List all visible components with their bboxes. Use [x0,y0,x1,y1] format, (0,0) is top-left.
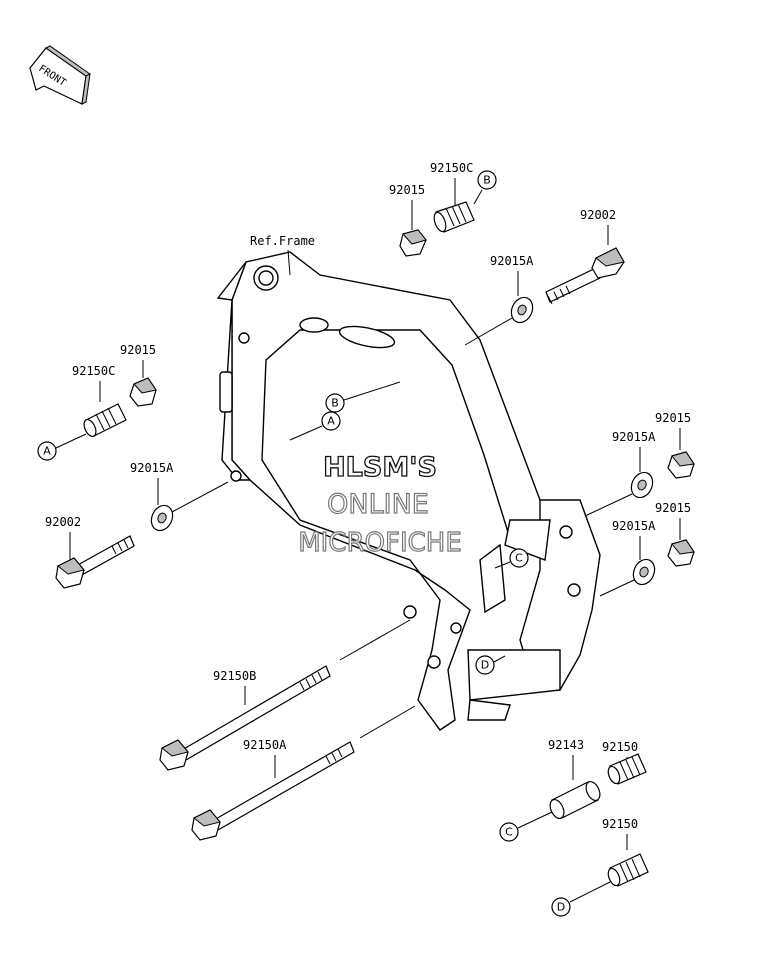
svg-text:B: B [331,397,339,410]
callout-92015a-top: 92015A [490,254,534,268]
ref-frame-label: Ref.Frame [250,234,315,248]
callout-92150b: 92150B [213,669,256,683]
watermark: HLSM'S ONLINE MICROFICHE [298,451,463,558]
washer-92015a-r2 [632,558,656,586]
marker-a-mid: A [321,411,341,431]
bolt-92002-right [545,247,625,305]
callout-92150-r2: 92150 [602,817,638,831]
nut-92015-top [399,229,427,257]
collar-92150-r2 [607,853,649,887]
collar-92150c-top [433,201,475,233]
nut-92015-left [129,377,157,407]
svg-text:A: A [43,445,51,458]
callout-92015-r1: 92015 [655,411,691,425]
marker-d-mid: D [475,655,495,675]
svg-text:D: D [481,659,489,672]
ref-frame-leader [287,249,291,276]
frame-illustration [216,251,601,731]
watermark-line2: ONLINE [327,489,429,520]
marker-b-mid: B [325,393,345,413]
watermark-line1: HLSM'S [323,452,437,483]
callout-92015-top: 92015 [389,183,425,197]
callout-92002-left: 92002 [45,515,81,529]
svg-text:C: C [515,552,523,565]
marker-a-left: A [37,441,57,461]
callout-92150-r1: 92150 [602,740,638,754]
marker-c-bottom: C [499,822,519,842]
svg-text:B: B [483,174,491,187]
marker-c-mid: C [509,548,529,568]
front-arrow-badge: FRONT [29,45,91,105]
nut-92015-r1 [667,451,695,479]
watermark-line3: MICROFICHE [298,528,462,558]
bolt-92150b [159,665,331,771]
callout-92015a-r1: 92015A [612,430,656,444]
washer-92015a-r1 [630,471,654,499]
collar-92150-r1 [607,753,647,785]
collar-92150c-left [83,403,127,438]
callout-92015-r2: 92015 [655,501,691,515]
callout-92015a-left: 92015A [130,461,174,475]
spacer-92143 [549,780,601,820]
washer-92015a-top [510,296,534,324]
callout-92015a-r2: 92015A [612,519,656,533]
marker-b-top: B [477,170,497,190]
washer-92015a-left [150,504,174,532]
marker-d-bottom: D [551,897,571,917]
svg-text:D: D [557,901,565,914]
bolt-92150a [191,741,355,841]
callout-92143: 92143 [548,738,584,752]
svg-text:A: A [327,415,335,428]
svg-text:92150A: 92150A [243,738,287,752]
svg-text:C: C [505,826,513,839]
callout-92150c-top: 92150C [430,161,473,175]
bolt-92002-left [55,535,135,589]
nut-92015-r2 [667,539,695,567]
callout-92150c-left: 92150C [72,364,115,378]
callout-92002-right: 92002 [580,208,616,222]
callout-92015-left: 92015 [120,343,156,357]
